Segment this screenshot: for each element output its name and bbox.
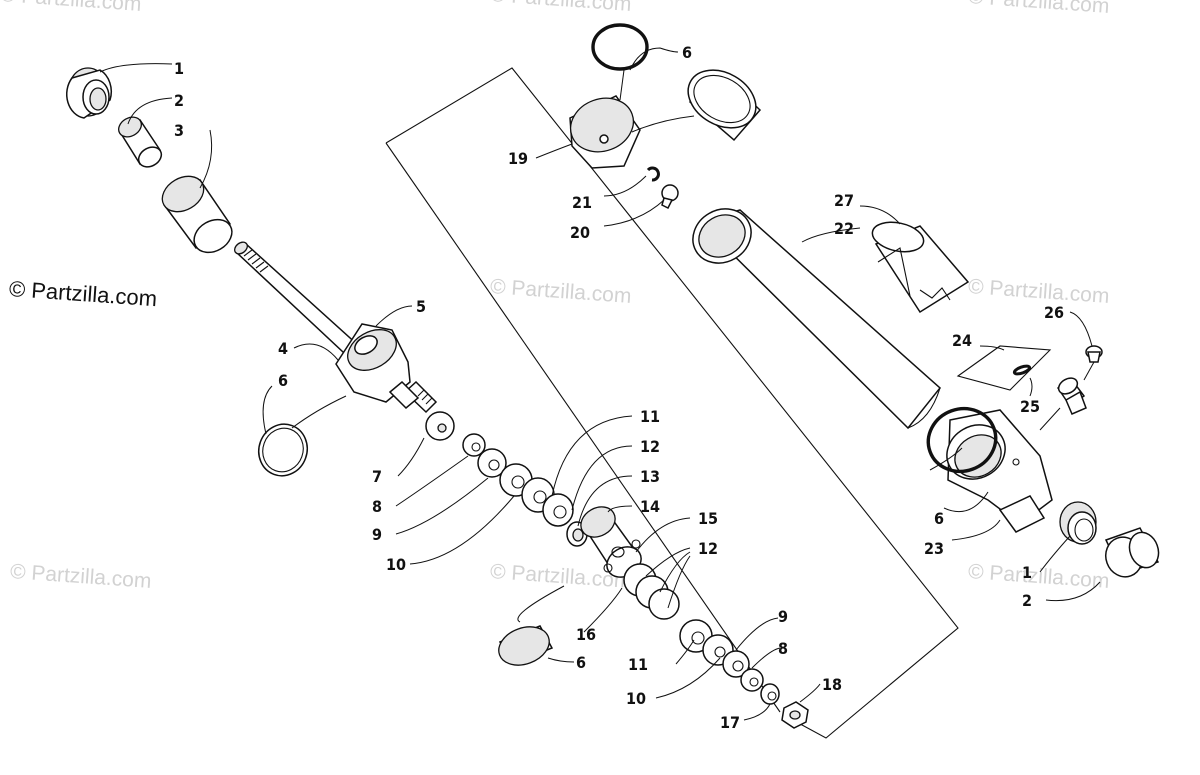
part-24-bracket bbox=[956, 345, 1052, 391]
callout-1: 1 bbox=[1022, 563, 1032, 582]
callout-2: 2 bbox=[174, 91, 184, 110]
callout-11: 11 bbox=[640, 407, 660, 426]
callout-23: 23 bbox=[924, 539, 944, 558]
part-24-valve bbox=[1056, 377, 1087, 415]
callout-8: 8 bbox=[778, 639, 788, 658]
part-26-valve-cap bbox=[1085, 345, 1103, 363]
callout-21: 21 bbox=[572, 193, 592, 212]
valve-stack bbox=[425, 411, 809, 729]
leader-lines bbox=[99, 47, 1101, 721]
callout-18: 18 bbox=[822, 675, 842, 694]
callout-10: 10 bbox=[386, 555, 406, 574]
callout-3: 3 bbox=[174, 121, 184, 140]
callout-5: 5 bbox=[416, 297, 426, 316]
callout-4: 4 bbox=[278, 339, 288, 358]
part-5-shaft-body bbox=[335, 323, 420, 410]
part-19-reservoir-cap bbox=[569, 95, 641, 169]
part-2-bushing bbox=[118, 116, 163, 168]
part-20-screw bbox=[661, 184, 679, 210]
group-outline bbox=[385, 67, 959, 739]
callout-15: 15 bbox=[698, 509, 718, 528]
callout-6: 6 bbox=[682, 43, 692, 62]
part-6-o-ring-right bbox=[926, 406, 998, 474]
part-6-band-top bbox=[687, 69, 762, 142]
callout-6: 6 bbox=[278, 371, 288, 390]
part-1-cap bbox=[66, 67, 113, 119]
part-6-o-ring-left bbox=[258, 423, 308, 477]
callout-1: 1 bbox=[174, 59, 184, 78]
callout-12: 12 bbox=[640, 437, 660, 456]
part-6-o-ring-top bbox=[591, 23, 649, 71]
callout-22: 22 bbox=[834, 219, 854, 238]
callout-14: 14 bbox=[640, 497, 660, 516]
part-21-clip bbox=[646, 166, 660, 182]
callout-13: 13 bbox=[640, 467, 660, 486]
callout-20: 20 bbox=[570, 223, 590, 242]
part-3-spacer bbox=[161, 175, 233, 254]
callout-10: 10 bbox=[626, 689, 646, 708]
callout-17: 17 bbox=[720, 713, 740, 732]
callout-9: 9 bbox=[372, 525, 382, 544]
callout-9: 9 bbox=[778, 607, 788, 626]
callout-19: 19 bbox=[508, 149, 528, 168]
part-23-shock-body bbox=[946, 409, 1053, 533]
callout-25: 25 bbox=[1020, 397, 1040, 416]
callout-11: 11 bbox=[628, 655, 648, 674]
callout-16: 16 bbox=[576, 625, 596, 644]
part-22-reservoir-tube bbox=[692, 208, 942, 430]
callout-12: 12 bbox=[698, 539, 718, 558]
part-27-bladder bbox=[871, 221, 970, 314]
callout-24: 24 bbox=[952, 331, 972, 350]
part-1-cap-right bbox=[1059, 501, 1097, 545]
part-2-bushing-right bbox=[1104, 527, 1160, 578]
callout-27: 27 bbox=[834, 191, 854, 210]
callout-26: 26 bbox=[1044, 303, 1064, 322]
callout-6: 6 bbox=[576, 653, 586, 672]
callout-2: 2 bbox=[1022, 591, 1032, 610]
part-4-shaft bbox=[234, 241, 438, 414]
callout-6: 6 bbox=[934, 509, 944, 528]
callout-numbers: 1 2 3 4 5 6 6 6 6 7 8 9 10 11 12 13 14 1… bbox=[174, 43, 1064, 732]
group-outline-left bbox=[385, 142, 781, 713]
callout-8: 8 bbox=[372, 497, 382, 516]
part-25-o-ring bbox=[1012, 364, 1032, 376]
callout-7: 7 bbox=[372, 467, 382, 486]
